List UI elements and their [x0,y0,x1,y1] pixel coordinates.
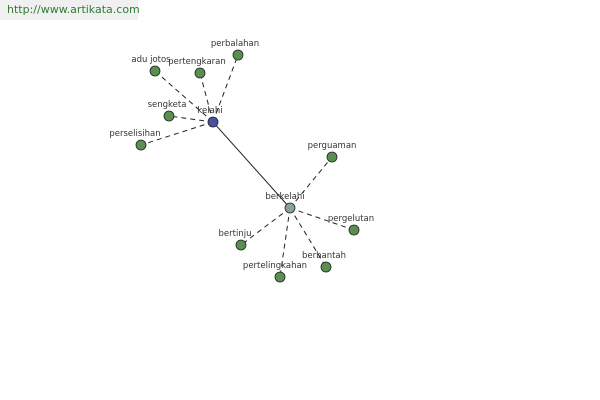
node-pergelutan[interactable] [348,224,360,236]
node-label-berbantah[interactable]: berbantah [302,251,346,261]
node-label-perselisihan[interactable]: perselisihan [109,129,160,139]
edge-berkelahi-pertelingkahan [279,207,291,278]
node-pertengkaran[interactable] [194,67,206,79]
site-url-text[interactable]: http://www.artikata.com [7,3,140,16]
edge-kelahi-berkelahi [212,121,291,209]
node-label-bertinju[interactable]: bertinju [219,229,252,239]
site-url-banner[interactable]: http://www.artikata.com [0,0,140,20]
node-perguaman[interactable] [326,151,338,163]
node-berbantah[interactable] [320,261,332,273]
edge-kelahi-adu-jotos [154,70,214,123]
node-label-pertelingkahan[interactable]: pertelingkahan [243,261,307,271]
node-label-perbalahan[interactable]: perbalahan [211,39,259,49]
node-label-pertengkaran[interactable]: pertengkaran [168,57,226,67]
edge-kelahi-perbalahan [212,54,239,123]
node-bertinju[interactable] [235,239,247,251]
node-label-perguaman[interactable]: perguaman [308,141,357,151]
edge-kelahi-perselisihan [140,121,214,146]
node-label-pergelutan[interactable]: pergelutan [328,214,374,224]
edge-layer [140,54,355,278]
node-label-sengketa[interactable]: sengketa [148,100,187,110]
node-label-kelahi[interactable]: kelahi [197,106,222,116]
node-perselisihan[interactable] [135,139,147,151]
edge-berkelahi-perguaman [289,156,333,209]
node-kelahi[interactable] [207,116,219,128]
node-sengketa[interactable] [163,110,175,122]
edge-berkelahi-pergelutan [289,207,355,231]
node-adu-jotos[interactable] [149,65,161,77]
edge-berkelahi-berbantah [289,207,327,268]
node-label-adu-jotos[interactable]: adu jotos [131,55,171,65]
edge-berkelahi-bertinju [240,207,291,246]
node-label-berkelahi[interactable]: berkelahi [265,192,304,202]
node-layer [135,49,360,283]
node-berkelahi[interactable] [284,202,296,214]
node-pertelingkahan[interactable] [274,271,286,283]
edge-kelahi-sengketa [168,115,214,123]
node-perbalahan[interactable] [232,49,244,61]
